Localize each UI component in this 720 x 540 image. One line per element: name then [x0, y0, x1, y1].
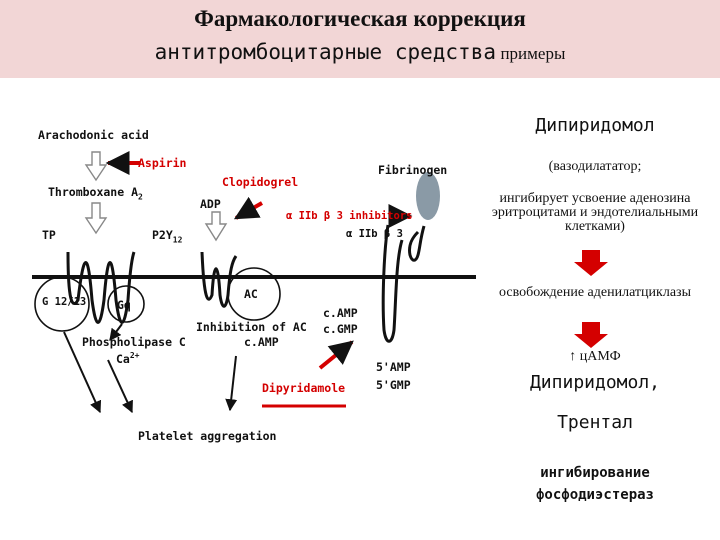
fibrinogen-molecule — [416, 172, 440, 220]
gq-protein — [107, 285, 145, 323]
plc-label: Phospholipase C — [82, 335, 186, 349]
subtitle-tail: примеры — [500, 44, 566, 63]
ca-sup: 2+ — [129, 351, 140, 360]
calcium-label: Ca2+ — [116, 351, 140, 366]
fibrinogen-label: Fibrinogen — [378, 163, 448, 177]
integrin-inhibitors-label: α IIb β 3 inhibitors — [286, 210, 413, 222]
g1213-protein — [34, 276, 90, 332]
adenylate-cyclase — [227, 267, 281, 321]
g1213-label: G 12/13 — [42, 296, 87, 308]
amp5-label: 5'AMP — [376, 360, 411, 374]
hollow-arrow-arachidonic — [84, 151, 108, 182]
p2y12-label: P2Y12 — [152, 228, 182, 244]
cgmp-right-label: c.GMP — [323, 322, 358, 336]
adp-label: ADP — [200, 197, 221, 211]
ca-text: Ca — [116, 351, 130, 366]
title-banner: Фармакологическая коррекция антитромбоци… — [0, 0, 720, 78]
rp-adenylate-step: освобождение аденилатциклазы — [499, 285, 691, 300]
rp-camp-step: ↑ цАМФ — [569, 349, 621, 364]
inhibition-ac-label: Inhibition of AC — [196, 320, 307, 334]
down-arrow-1 — [574, 250, 608, 276]
tp-label: TP — [42, 228, 56, 242]
arrow-gq-to-plc — [109, 323, 123, 341]
arachidonic-label: Arachodonic acid — [38, 128, 149, 142]
page-title: Фармакологическая коррекция — [194, 6, 526, 31]
gmp5-label: 5'GMP — [376, 378, 411, 392]
arrow-g1213-to-platelet — [63, 331, 102, 414]
tp-receptor — [66, 251, 136, 324]
thromboxane-sub: 2 — [138, 192, 143, 202]
rp-title-dipyridamole-2: Дипиридомол, — [529, 372, 661, 393]
arrow-camp-to-platelet — [225, 355, 238, 412]
integrin-label: α IIb β 3 — [346, 228, 403, 240]
ac-label: AC — [244, 287, 258, 301]
rp-pde-inhibition: ингибирование фосфодиэстераз — [535, 465, 654, 503]
thromboxane-label: Thromboxane A2 — [48, 185, 143, 201]
rp-title-trental: Трентал — [557, 412, 633, 433]
clopidogrel-label: Clopidogrel — [222, 175, 299, 189]
subtitle-main: антитромбоцитарные средства — [154, 40, 496, 64]
page-subtitle: антитромбоцитарные средства примеры — [0, 40, 720, 64]
dipyridamole-label: Dipyridamole — [262, 381, 346, 395]
aspirin-label: Aspirin — [138, 156, 187, 170]
rp-title-dipyridamole: Дипиридомол — [535, 115, 655, 136]
platelet-aggregation-label: Platelet aggregation — [138, 429, 277, 443]
p2y12-receptor — [200, 251, 238, 308]
hollow-arrow-adp — [204, 211, 228, 242]
p2y-sub: 12 — [172, 235, 183, 245]
clopidogrel-arrow — [233, 196, 263, 220]
camp-mid-label: c.AMP — [244, 335, 279, 349]
down-arrow-2 — [574, 322, 608, 348]
dipyridamole-arrow — [318, 340, 354, 370]
camp-right-label: c.AMP — [323, 306, 358, 320]
rp-vasodilator-note: (вазодилататор; — [548, 159, 642, 174]
integrin-receptor — [381, 224, 426, 343]
p2y-text: P2Y — [152, 228, 173, 242]
rp-adenosine-note: ингибирует усвоение аденозина эритроцита… — [491, 191, 699, 234]
hollow-arrow-thromboxane — [84, 202, 108, 235]
thromboxane-text: Thromboxane A — [48, 185, 139, 199]
arrow-plc-to-platelet — [107, 359, 133, 414]
gq-label: Gq — [117, 298, 131, 312]
